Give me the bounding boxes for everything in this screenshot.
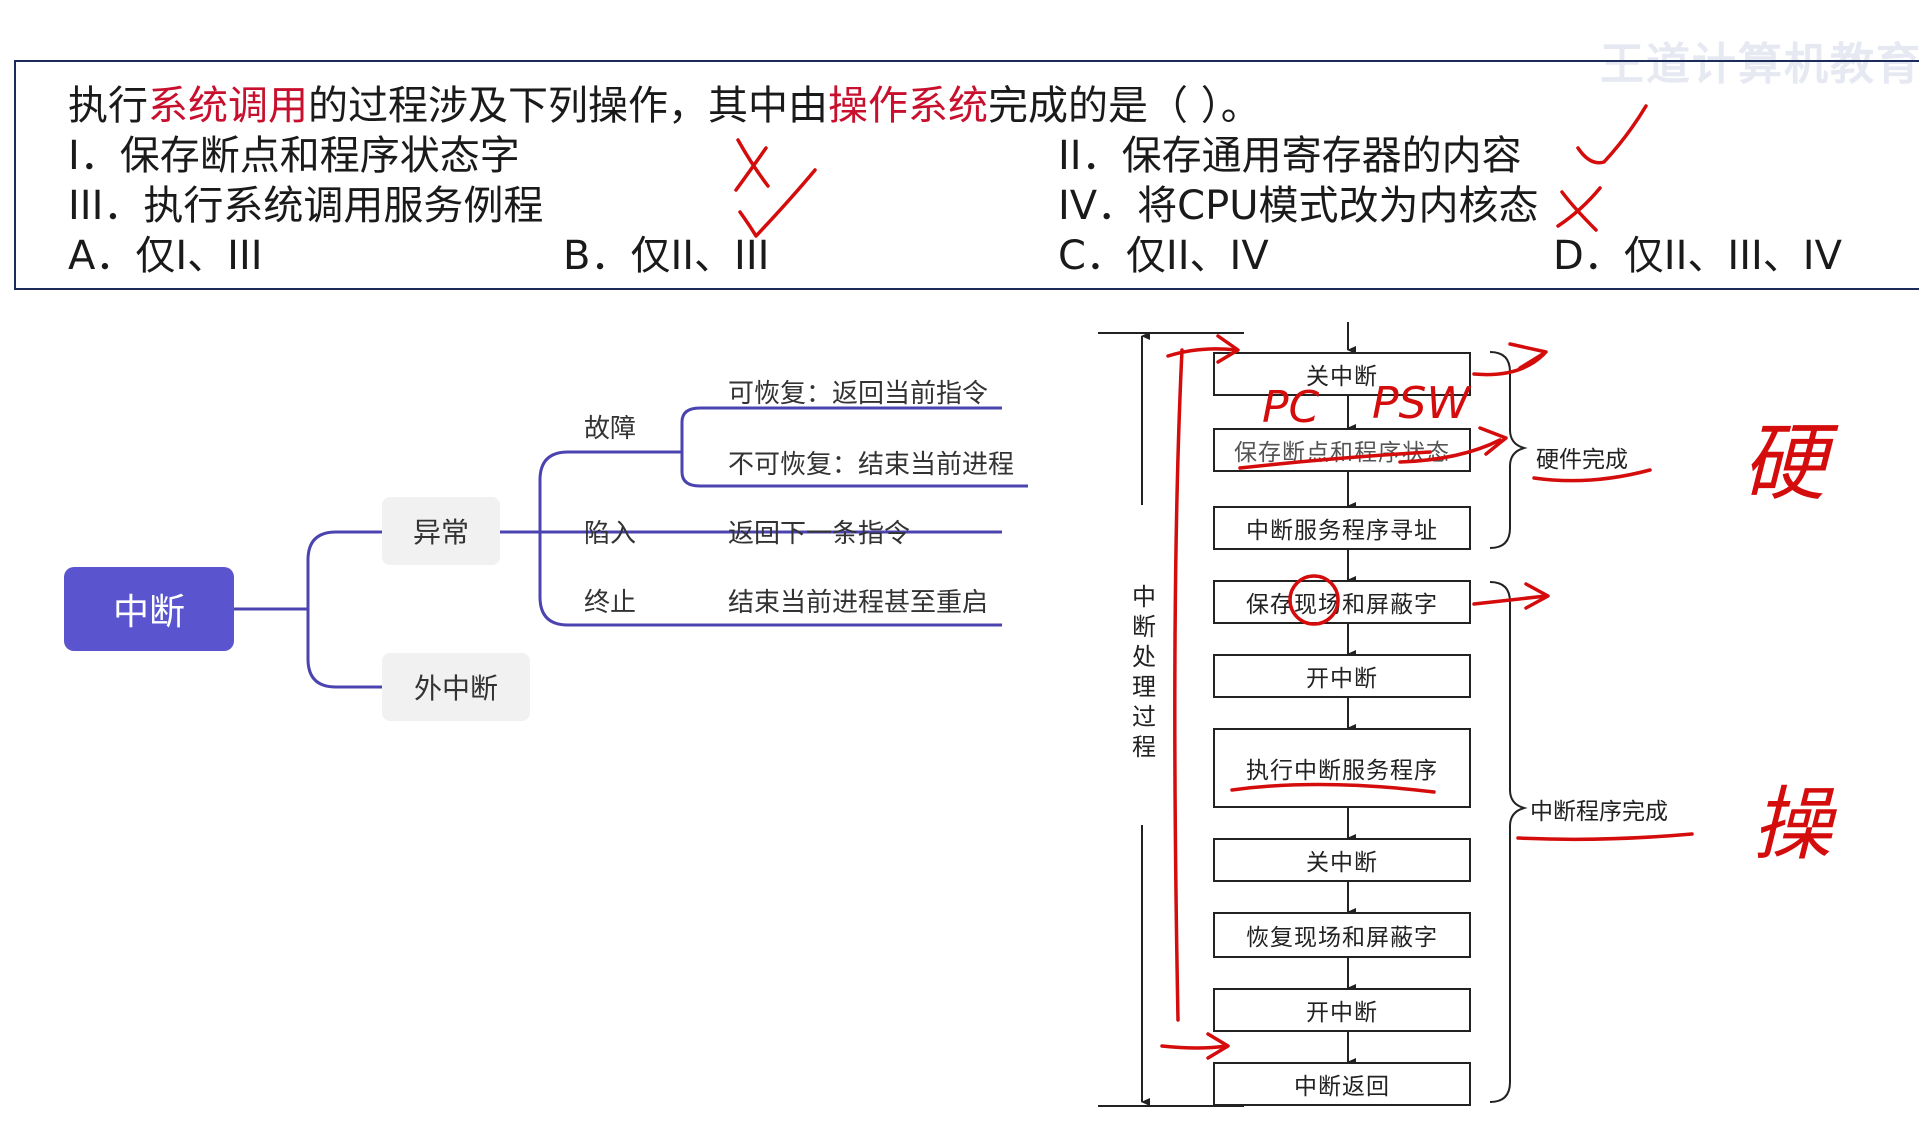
item-2: II．保存通用寄存器的内容 — [1058, 133, 1522, 179]
question-box — [14, 60, 1919, 290]
check-mark-icon — [1576, 104, 1648, 165]
watermark-logo: 王道计算机教育 — [1600, 39, 1922, 90]
handwritten-os: 操 — [1752, 778, 1838, 871]
mindmap-node-exception: 异常 — [382, 497, 500, 565]
handwritten-hard: 硬 — [1742, 414, 1839, 512]
stem-part-2: 的过程涉及下列操作，其中由 — [308, 83, 828, 129]
item-1: I．保存断点和程序状态字 — [68, 133, 520, 179]
mindmap-fault-unrecoverable: 不可恢复：结束当前进程 — [728, 450, 1015, 480]
option-d[interactable]: D．仅II、III、IV — [1553, 233, 1842, 279]
mindmap-abort-desc: 结束当前进程甚至重启 — [728, 588, 989, 618]
flow-step-9: 开中断 — [1213, 988, 1471, 1032]
flow-step-3: 中断服务程序寻址 — [1213, 506, 1471, 550]
brace-label-hardware: 硬件完成 — [1536, 447, 1628, 473]
handwritten-psw: PSW — [1372, 378, 1471, 429]
flow-step-10: 中断返回 — [1213, 1062, 1471, 1106]
question-stem: 执行系统调用的过程涉及下列操作，其中由操作系统完成的是（ ）。 — [68, 82, 1261, 130]
option-b[interactable]: B．仅II、III — [563, 233, 770, 279]
item-3: III．执行系统调用服务例程 — [68, 183, 544, 229]
mindmap-node-external: 外中断 — [382, 653, 530, 721]
flow-vertical-label: 中断处理过程 — [1132, 583, 1156, 761]
flow-step-8: 恢复现场和屏蔽字 — [1213, 912, 1471, 958]
handwritten-pc: PC — [1262, 382, 1320, 433]
flow-step-6: 执行中断服务程序 — [1213, 728, 1471, 808]
mindmap-fault-recoverable: 可恢复：返回当前指令 — [728, 379, 989, 409]
stem-highlight-syscall: 系统调用 — [148, 83, 308, 129]
flow-step-7: 关中断 — [1213, 838, 1471, 882]
mindmap-trap-desc: 返回下一条指令 — [728, 519, 911, 549]
flow-step-5: 开中断 — [1213, 654, 1471, 698]
cross-mark-icon — [1560, 190, 1598, 232]
check-mark-icon — [738, 168, 817, 238]
mindmap-trap: 陷入 — [584, 519, 637, 549]
flow-step-1: 关中断 — [1213, 352, 1471, 396]
mindmap-root: 中断 — [64, 567, 234, 651]
item-4: IV．将CPU模式改为内核态 — [1058, 183, 1539, 229]
option-c[interactable]: C．仅II、IV — [1058, 233, 1269, 279]
mindmap-abort: 终止 — [584, 588, 637, 618]
stem-highlight-os: 操作系统 — [828, 83, 988, 129]
cross-mark-icon — [736, 138, 770, 188]
option-a[interactable]: A．仅I、III — [68, 233, 263, 279]
brace-label-handler: 中断程序完成 — [1530, 799, 1668, 825]
mindmap-fault: 故障 — [584, 414, 637, 444]
stem-part-3: 完成的是（ ）。 — [988, 83, 1261, 129]
stem-part-1: 执行 — [68, 83, 148, 129]
flow-step-4: 保存现场和屏蔽字 — [1213, 580, 1471, 624]
